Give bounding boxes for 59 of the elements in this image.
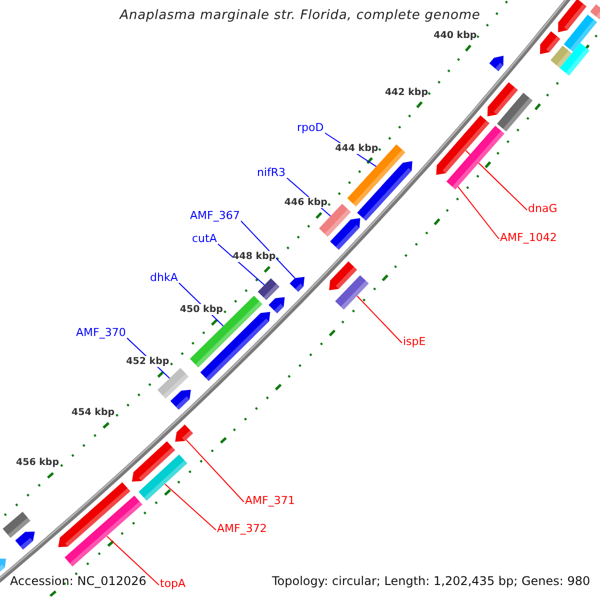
gene-feature bbox=[330, 218, 360, 250]
gene-feature bbox=[487, 82, 518, 116]
gene-feature bbox=[590, 4, 600, 20]
gene-feature bbox=[564, 14, 598, 52]
gene-label: AMF_1042 bbox=[500, 231, 557, 244]
info-text: Accession: NC_012026 bbox=[10, 574, 146, 589]
leader-line bbox=[240, 220, 296, 279]
gene-label: cutA bbox=[192, 232, 217, 245]
gene-feature bbox=[175, 424, 194, 442]
scale-label: 450 kbp bbox=[180, 304, 223, 316]
scale-label: 456 kbp bbox=[16, 457, 60, 468]
scale-label: 440 kbp bbox=[434, 30, 477, 42]
scale-label: 454 kbp bbox=[72, 407, 115, 418]
gene-feature bbox=[258, 278, 280, 300]
leader-line bbox=[106, 536, 160, 586]
gene-label: dnaG bbox=[528, 202, 558, 215]
gene-feature bbox=[64, 496, 142, 566]
gene-feature bbox=[497, 92, 533, 132]
scale-label: 446 kbp bbox=[284, 197, 328, 208]
scale-label: 442 kbp bbox=[384, 86, 428, 98]
leader-line bbox=[457, 186, 500, 240]
gene-feature bbox=[329, 261, 358, 290]
gene-label: nifR3 bbox=[257, 166, 286, 179]
gene-feature bbox=[290, 276, 304, 292]
scale-label: 452 kbp bbox=[126, 356, 170, 368]
gene-feature bbox=[138, 454, 188, 501]
leader-line bbox=[465, 150, 528, 210]
gene-feature bbox=[268, 297, 285, 314]
info-text: Topology: circular; Length: 1,202,435 bp; Genes: 980 bbox=[272, 574, 590, 589]
gene-feature bbox=[436, 115, 490, 175]
gene-label: AMF_367 bbox=[190, 209, 240, 222]
gene-feature bbox=[357, 161, 412, 221]
gene-feature bbox=[2, 512, 30, 538]
gene-label: ispE bbox=[403, 335, 426, 348]
gene-feature bbox=[58, 482, 130, 548]
gene-label: rpoD bbox=[297, 121, 324, 134]
scale-label: 448 kbp bbox=[232, 251, 276, 262]
gene-label: AMF_371 bbox=[245, 494, 295, 507]
gene-feature bbox=[558, 0, 587, 32]
leader-line bbox=[164, 484, 216, 530]
gene-label: topA bbox=[160, 577, 186, 590]
gene-label: AMF_372 bbox=[217, 522, 267, 535]
gene-feature bbox=[170, 390, 191, 410]
diagram-title: Anaplasma marginale str. Florida, complete genome bbox=[118, 8, 482, 23]
gene-label: AMF_370 bbox=[76, 326, 126, 339]
gene-feature bbox=[540, 31, 560, 54]
gene-feature bbox=[0, 558, 6, 572]
gene-feature bbox=[157, 368, 189, 399]
gene-feature bbox=[560, 42, 590, 76]
gene-feature bbox=[446, 126, 504, 190]
gene-label: dhkA bbox=[150, 271, 178, 284]
gene-feature bbox=[15, 532, 35, 550]
leader-line bbox=[186, 439, 244, 502]
leader-line bbox=[218, 244, 265, 286]
gene-feature bbox=[132, 441, 176, 482]
gene-feature bbox=[489, 56, 504, 72]
scale-label: 444 kbp bbox=[335, 142, 378, 154]
gene-feature bbox=[335, 275, 369, 310]
gene-feature bbox=[550, 46, 572, 68]
